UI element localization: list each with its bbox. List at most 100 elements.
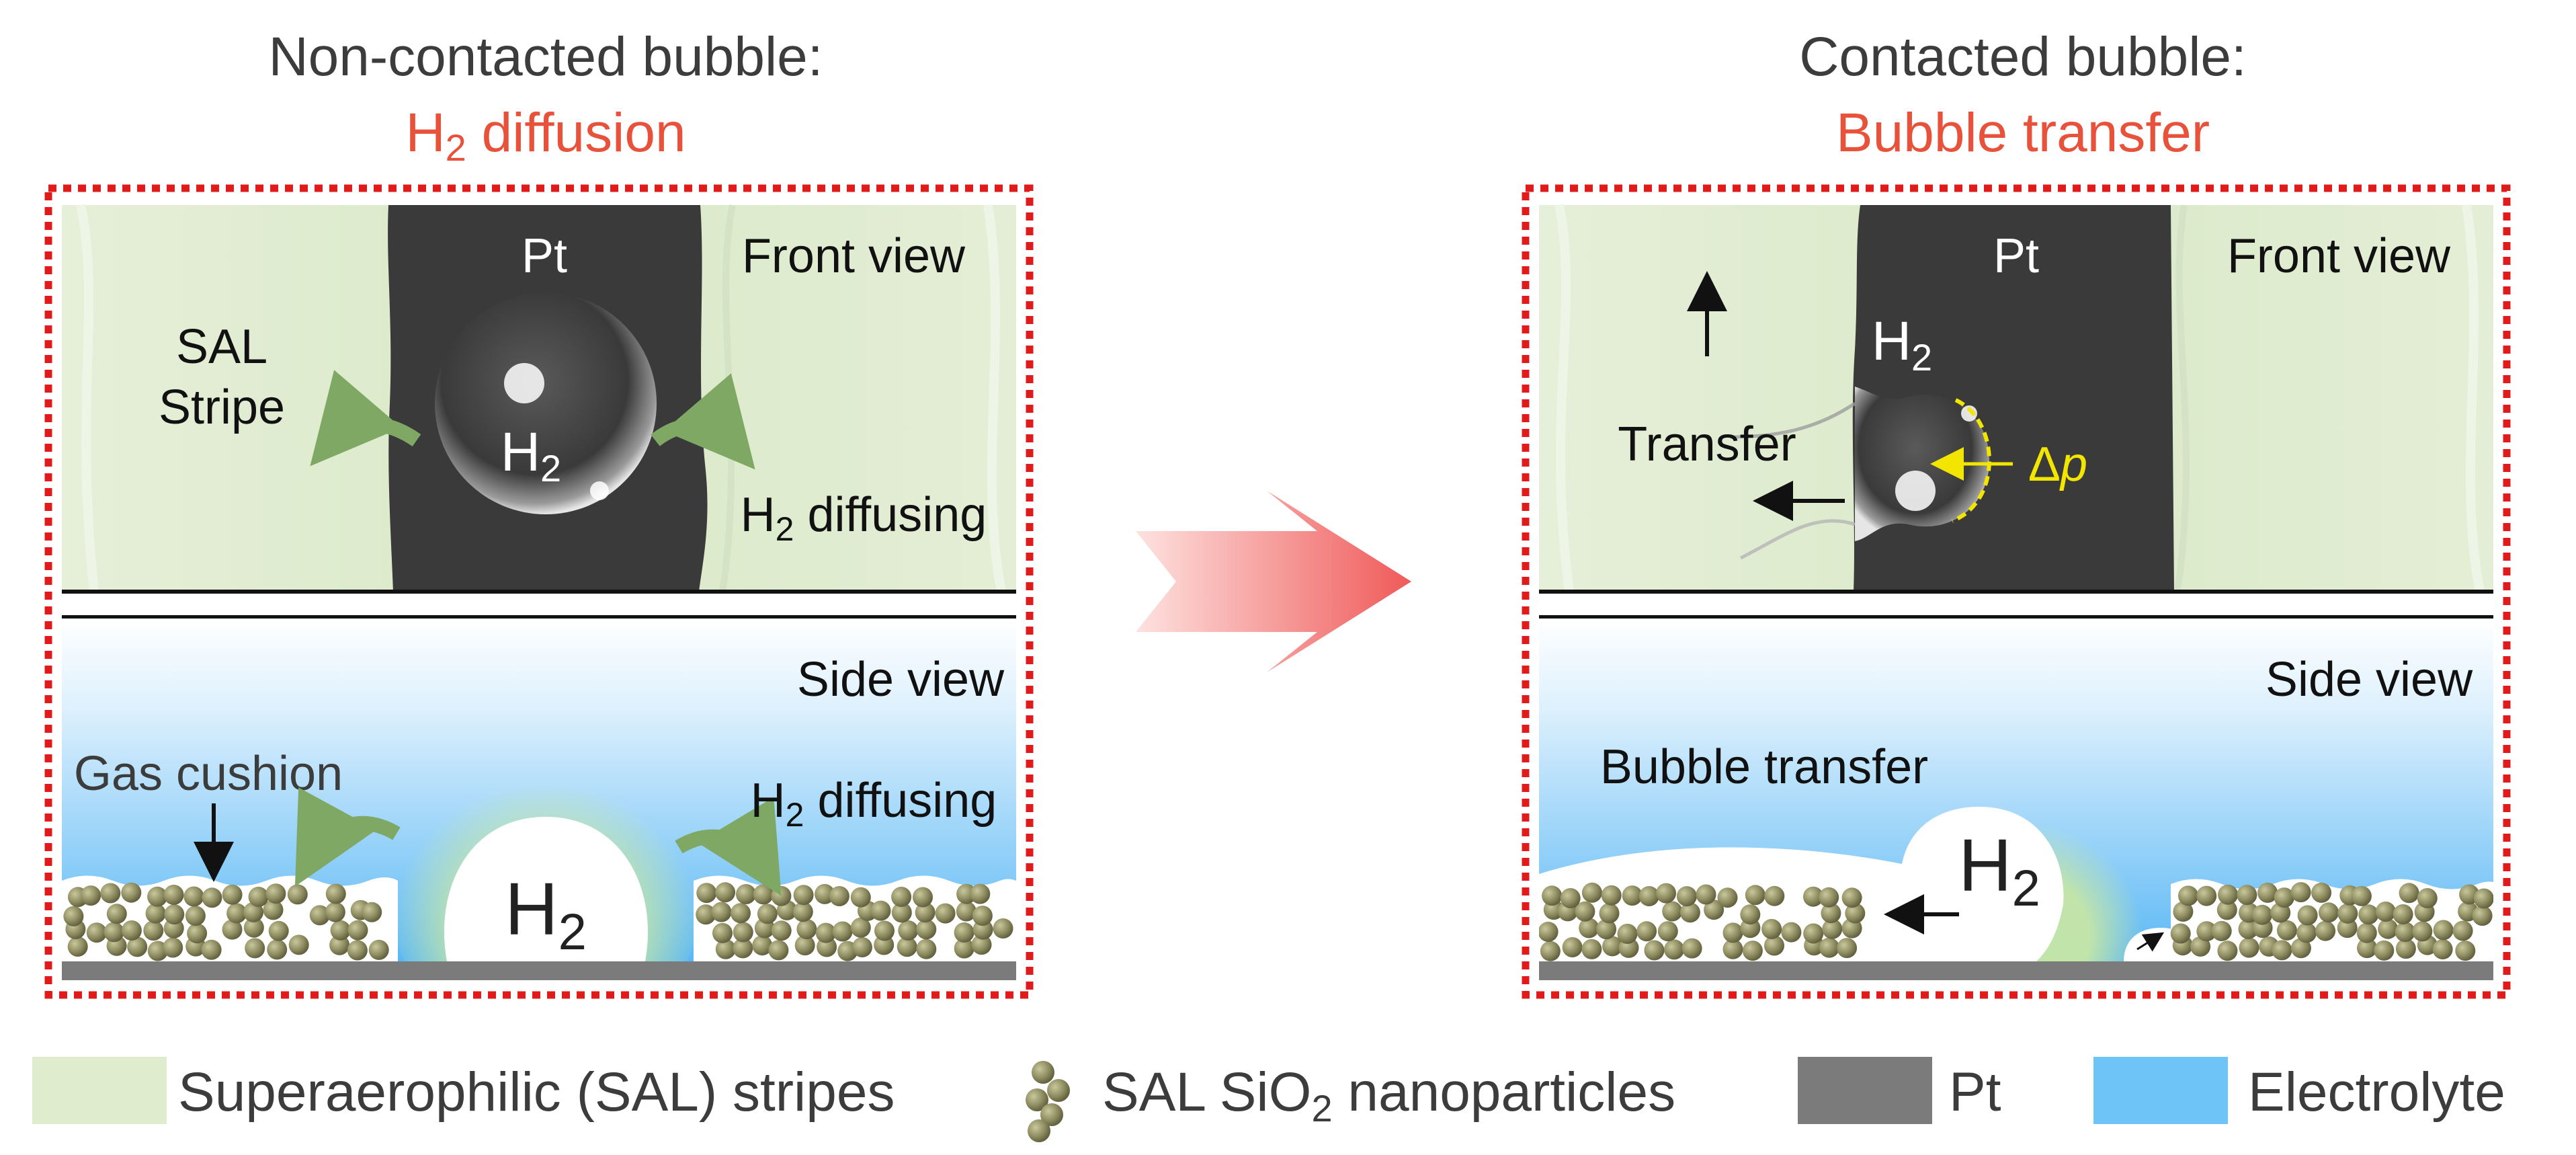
nanoparticle: [1562, 937, 1583, 957]
nanoparticle: [1681, 938, 1702, 959]
nanoparticle: [164, 904, 185, 925]
nanoparticle: [106, 904, 127, 924]
left-side-view: H2: [62, 619, 1016, 961]
nanoparticle: [147, 886, 168, 907]
nanoparticle: [2290, 882, 2311, 903]
nanoparticle: [1819, 937, 1839, 958]
legend-label-stripes: Superaerophilic (SAL) stripes: [178, 1062, 895, 1123]
nanoparticle: [2257, 882, 2278, 903]
nanoparticle: [2239, 937, 2259, 958]
right-frame: [1522, 184, 2511, 999]
nanoparticle: [768, 940, 789, 961]
nanoparticle: [347, 920, 368, 941]
right-panel: Contacted bubble: Bubble transfer Pt Fro…: [1522, 26, 2511, 999]
nanoparticle: [1679, 902, 1700, 923]
nanoparticle: [145, 903, 166, 924]
nanoparticle: [222, 884, 243, 905]
left-pt-label: Pt: [522, 229, 567, 283]
left-panel: Non-contacted bubble: H2 diffusion Pt Fr…: [44, 26, 1034, 999]
nanoparticle: [329, 934, 350, 955]
nanoparticle: [245, 938, 265, 959]
right-bubble-interface: [1951, 398, 1991, 523]
nanoparticle: [2399, 883, 2419, 904]
left-gas-cushion-label: Gas cushion: [74, 747, 343, 801]
nanoparticle: [736, 884, 756, 904]
nanoparticle: [2351, 885, 2372, 906]
nanoparticle: [185, 906, 206, 926]
nanoparticle: [1581, 939, 1602, 959]
nanoparticle: [2297, 905, 2318, 926]
nanoparticle: [2315, 920, 2336, 941]
nanoparticle: [1581, 882, 1602, 903]
nanoparticle: [696, 904, 716, 925]
nanoparticle: [2358, 904, 2379, 925]
nanoparticle: [222, 919, 243, 940]
nanoparticle: [1803, 923, 1824, 944]
nanoparticle: [1662, 901, 1683, 922]
nanoparticle: [935, 903, 956, 924]
nanoparticle: [696, 883, 717, 904]
nanoparticle: [2357, 938, 2377, 959]
right-pt-label: Pt: [1993, 229, 2039, 283]
left-front-diffuse-arrow-left: [310, 370, 421, 467]
nanoparticle: [1845, 903, 1866, 924]
nanoparticle: [183, 886, 204, 907]
nanoparticle: [715, 939, 736, 959]
nanoparticle: [362, 902, 382, 922]
nanoparticle: [2196, 921, 2217, 942]
nanoparticle: [1803, 886, 1823, 907]
nanoparticle: [81, 885, 101, 906]
nanoparticle: [993, 918, 1013, 939]
right-pt-substrate: [1539, 961, 2493, 980]
left-title-line1: Non-contacted bubble:: [268, 26, 823, 87]
nanoparticle: [2319, 902, 2339, 923]
nanoparticle: [1617, 924, 1638, 944]
nanoparticle: [1638, 886, 1659, 906]
nanoparticle: [265, 883, 286, 904]
nanoparticle: [1822, 918, 1843, 939]
nanoparticle: [2270, 902, 2291, 923]
nanoparticle: [2395, 922, 2415, 943]
nanoparticle: [2473, 888, 2493, 909]
nanoparticle: [163, 937, 183, 958]
nanoparticle: [1764, 935, 1784, 956]
nanoparticle: [187, 923, 208, 944]
nanoparticle: [971, 934, 992, 955]
nanoparticle: [1819, 887, 1839, 908]
legend: Superaerophilic (SAL) stripes SAL SiO2 n…: [32, 1057, 2505, 1142]
nanoparticle: [850, 917, 871, 938]
left-front-bubble-label: H2: [501, 422, 561, 489]
nanoparticle: [1575, 901, 1595, 922]
right-delta-p-label: Δp: [2028, 438, 2087, 491]
nanoparticle: [2452, 920, 2473, 941]
nanoparticle: [2356, 922, 2377, 943]
right-front-view: Pt Front view H2 Δp Transfer: [1539, 204, 2493, 593]
nanoparticle: [2276, 920, 2297, 941]
nanoparticle: [2412, 921, 2433, 942]
nanoparticle: [1841, 887, 1862, 908]
nanoparticle: [731, 903, 751, 924]
nanoparticle: [829, 886, 849, 906]
nanoparticle: [127, 937, 148, 957]
nanoparticle: [711, 902, 732, 922]
nanoparticle: [1656, 883, 1676, 904]
nanoparticle: [2173, 902, 2194, 922]
nanoparticle: [870, 900, 891, 921]
nanoparticle: [202, 887, 222, 908]
nanoparticle: [915, 902, 936, 923]
nanoparticle: [1704, 900, 1725, 920]
nanoparticle: [916, 919, 937, 940]
nanoparticle: [1837, 938, 1858, 959]
nanoparticle: [1539, 922, 1559, 942]
nanoparticle: [2432, 939, 2453, 959]
nanoparticle: [1821, 903, 1841, 924]
nanoparticle: [1761, 918, 1782, 939]
left-side-diffuse-arrow-right: [675, 797, 782, 896]
nanoparticle: [268, 920, 289, 941]
left-front-bubble: H2: [435, 292, 657, 514]
right-front-bubble-label: H2: [1872, 311, 1932, 379]
legend-swatch-nanoparticles: [1026, 1061, 1070, 1142]
nanoparticle: [1722, 922, 1743, 943]
nanoparticle: [143, 920, 164, 941]
